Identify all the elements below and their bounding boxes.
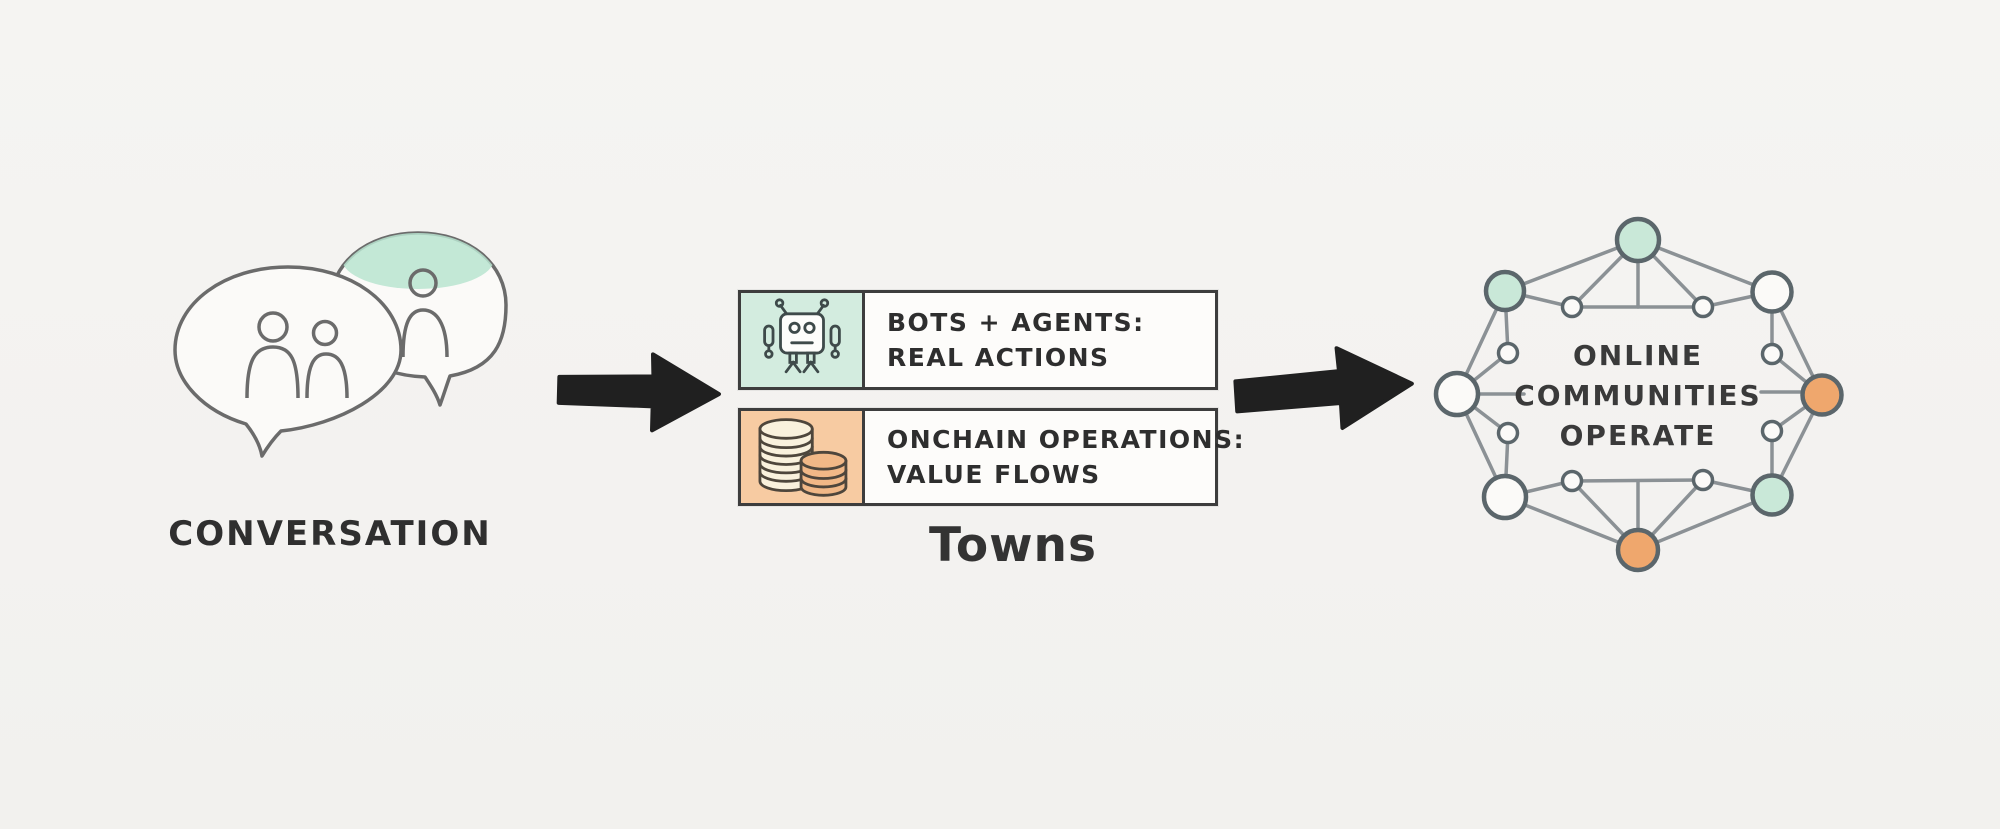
arrow-right-icon (1233, 346, 1414, 430)
coins-icon-cell (741, 411, 865, 503)
bots-agents-box: BOTS + AGENTS: REAL ACTIONS (738, 290, 1218, 390)
box-subtitle: REAL ACTIONS (887, 343, 1110, 372)
box-title: BOTS + AGENTS: (887, 308, 1145, 337)
box-title: ONCHAIN OPERATIONS: (887, 425, 1246, 454)
coins-icon (758, 418, 847, 497)
onchain-operations-box: ONCHAIN OPERATIONS: VALUE FLOWS (738, 408, 1244, 506)
person-icon (401, 268, 449, 358)
communities-caption: ONLINE COMMUNITIES OPERATE (1488, 336, 1788, 456)
teal-highlight (342, 233, 494, 289)
person-icon (245, 311, 300, 399)
network-graph-icon (1433, 216, 1844, 573)
arrow-right-icon (556, 352, 721, 433)
robot-icon-cell (741, 293, 865, 387)
robot-icon (762, 298, 841, 374)
node-left-white (1433, 370, 1481, 418)
onchain-operations-text: ONCHAIN OPERATIONS: VALUE FLOWS (865, 411, 1245, 503)
conversation-caption: CONVERSATION (168, 514, 492, 554)
bots-agents-text: BOTS + AGENTS: REAL ACTIONS (865, 293, 1215, 387)
front-speech-bubble (173, 265, 403, 458)
box-subtitle: VALUE FLOWS (887, 460, 1101, 489)
node-topright-white (1750, 270, 1794, 314)
node-top-teal (1614, 216, 1662, 264)
person-icon (305, 319, 349, 399)
node-right-orange (1800, 373, 1844, 417)
communities-line: COMMUNITIES (1514, 379, 1762, 412)
network-nodes (1433, 216, 1844, 573)
node-bottomright-teal (1750, 473, 1794, 517)
speech-bubbles-icon (173, 231, 508, 458)
network-small-nodes (1496, 295, 1784, 493)
node-bottom-orange (1615, 527, 1661, 573)
node-bottomleft-white (1481, 473, 1529, 521)
towns-caption: Towns (929, 518, 1097, 573)
node-topleft-teal (1483, 269, 1527, 313)
communities-line: OPERATE (1559, 419, 1717, 452)
communities-line: ONLINE (1572, 339, 1704, 372)
